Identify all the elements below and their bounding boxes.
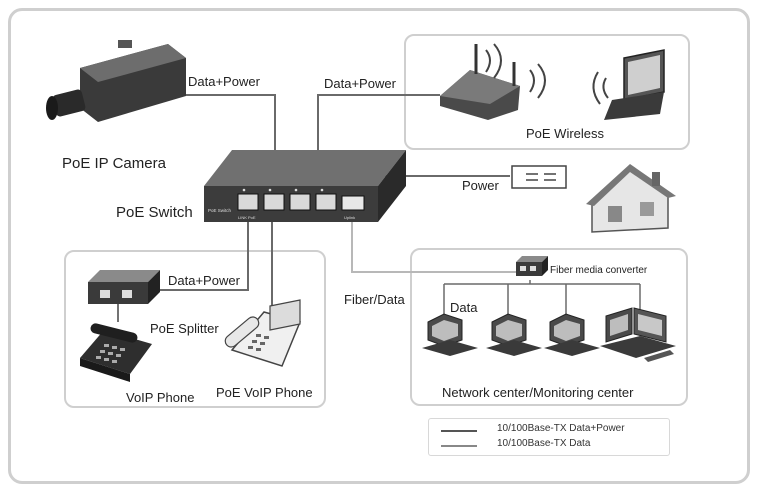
laptop-icon bbox=[592, 49, 665, 120]
power-label: Power bbox=[462, 178, 499, 193]
switch-led-text: LINK PoE bbox=[238, 215, 256, 220]
ip-camera-icon bbox=[46, 40, 186, 122]
splitter-link-label: Data+Power bbox=[168, 273, 240, 288]
poe-splitter-icon bbox=[88, 270, 160, 322]
legend-label-data-power: 10/100Base-TX Data+Power bbox=[497, 423, 625, 434]
power-outlet-icon bbox=[511, 165, 567, 189]
data-label: Data bbox=[450, 300, 478, 315]
poe-switch-label: PoE Switch bbox=[116, 204, 193, 221]
voip-phone-icon bbox=[80, 323, 152, 382]
legend-line-data-power bbox=[441, 430, 477, 432]
data-power-lines bbox=[160, 94, 510, 318]
poe-phone-panel bbox=[64, 250, 326, 408]
fiber-converter-label: Fiber media converter bbox=[550, 265, 648, 276]
network-center-label: Network center/Monitoring center bbox=[442, 385, 634, 400]
monitoring-workstation-icon bbox=[600, 307, 676, 362]
legend-item-data-power: 10/100Base-TX Data+Power bbox=[441, 423, 667, 439]
legend-label-data: 10/100Base-TX Data bbox=[497, 438, 591, 449]
wireless-link-label: Data+Power bbox=[324, 76, 396, 91]
wireless-link-line bbox=[317, 94, 440, 150]
fiber-data-label: Fiber/Data bbox=[344, 292, 405, 307]
camera-link-label: Data+Power bbox=[188, 74, 260, 89]
poe-voip-phone-icon bbox=[224, 299, 302, 367]
computer-icon-1 bbox=[422, 313, 478, 356]
computer-icon-3 bbox=[544, 313, 600, 356]
wireless-router-icon bbox=[440, 43, 546, 120]
network-center-panel bbox=[410, 248, 688, 406]
fiber-link-line bbox=[351, 214, 516, 273]
poe-wireless-panel bbox=[404, 34, 690, 150]
line-legend: 10/100Base-TX Data+Power 10/100Base-TX D… bbox=[428, 418, 670, 456]
house-icon bbox=[586, 164, 676, 233]
fiber-lines bbox=[351, 214, 516, 273]
camera-link-line bbox=[186, 94, 276, 150]
poe-ip-camera-label: PoE IP Camera bbox=[62, 155, 166, 172]
poe-wireless-label: PoE Wireless bbox=[526, 126, 605, 141]
diagram-frame bbox=[8, 8, 750, 484]
switch-uplink-text: Uplink bbox=[344, 215, 355, 220]
splitter-link-line bbox=[160, 218, 249, 291]
voip-phone-label: VoIP Phone bbox=[126, 390, 195, 405]
poe-splitter-label: PoE Splitter bbox=[150, 321, 219, 336]
legend-line-data bbox=[441, 445, 477, 447]
poe-voip-phone-label: PoE VoIP Phone bbox=[216, 385, 313, 400]
poe-switch-icon: PoE Switch LINK PoE Uplink bbox=[204, 150, 406, 222]
computer-icon-2 bbox=[486, 313, 542, 356]
switch-panel-text: PoE Switch bbox=[208, 208, 232, 213]
legend-item-data: 10/100Base-TX Data bbox=[441, 438, 667, 454]
fiber-media-converter-icon bbox=[516, 256, 548, 276]
network-bus-lines bbox=[443, 280, 641, 318]
